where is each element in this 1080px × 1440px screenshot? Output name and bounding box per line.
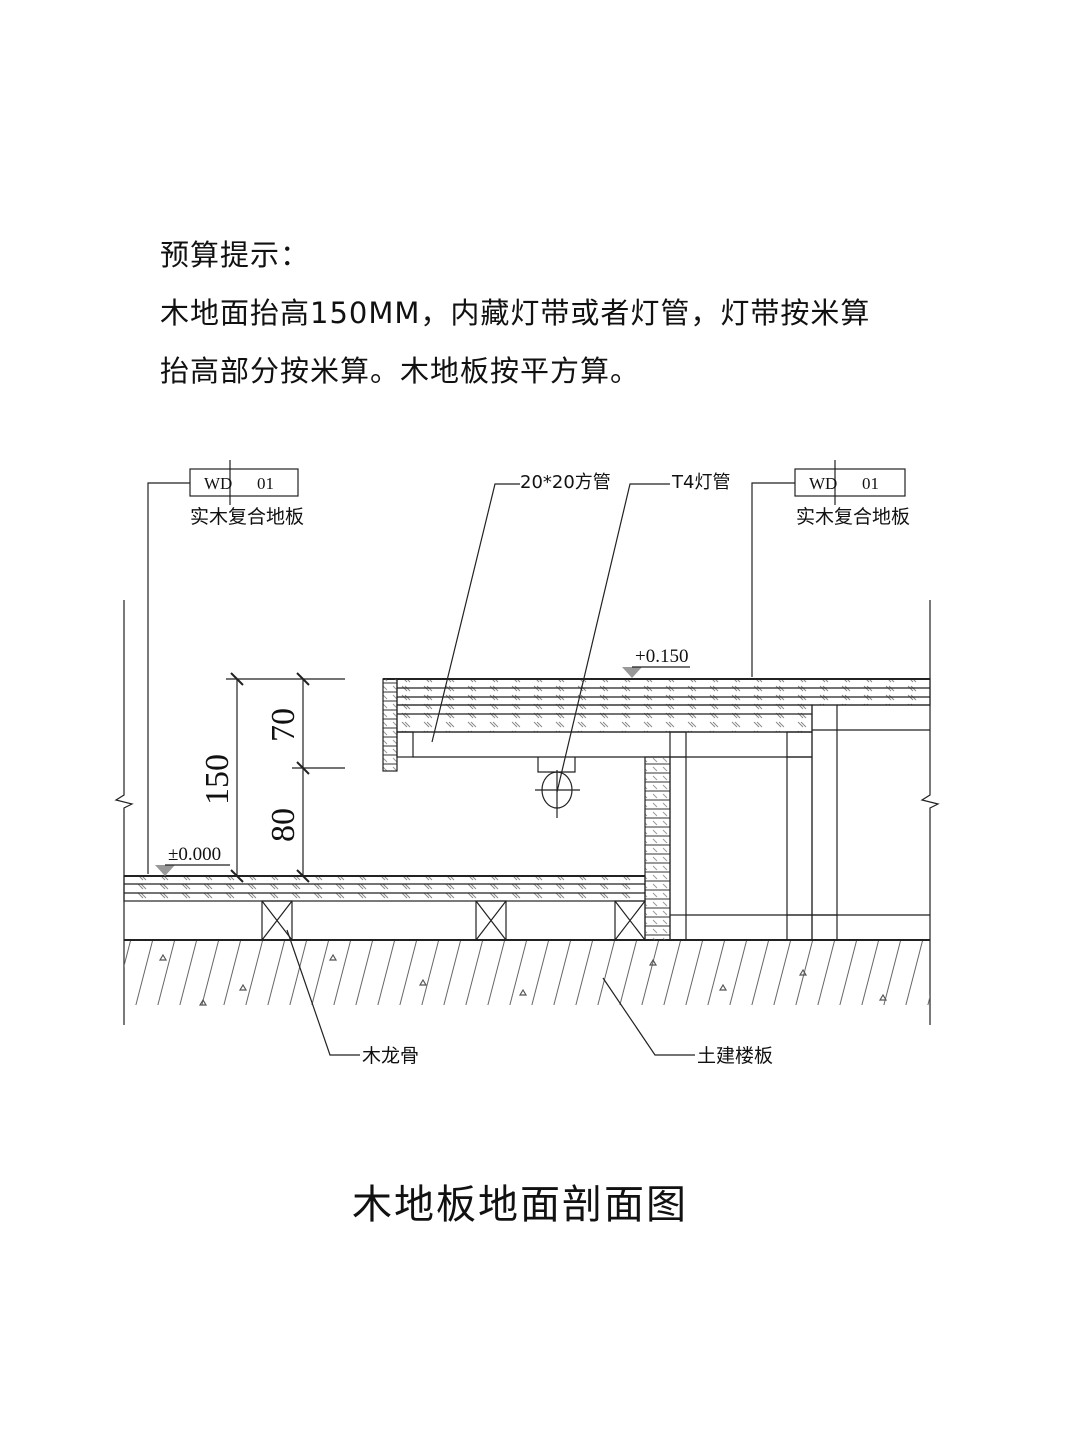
dimension-lines: [226, 672, 345, 883]
leader-joist: [286, 929, 360, 1056]
upper-subfloor: [396, 704, 813, 733]
label-lamp: T4灯管: [671, 472, 730, 493]
elevation-high: +0.150: [635, 646, 688, 667]
lower-floor-boards: [123, 875, 646, 902]
support-posts: [669, 704, 930, 941]
dim-upper: 70: [265, 708, 302, 742]
right-break-line: [920, 600, 940, 1025]
platform-edge: [382, 678, 398, 772]
drawing-title: 木地板地面剖面图: [352, 1182, 688, 1228]
tag-right-number: 01: [862, 474, 879, 493]
leader-lamp: [556, 483, 670, 793]
leader-square-tube: [431, 483, 520, 743]
tag-right-code: WD: [809, 474, 837, 493]
wood-joists: [261, 900, 646, 941]
elevation-marker-high: [622, 667, 642, 678]
budget-tip-line-1: 木地面抬高150MM，内藏灯带或者灯管，灯带按米算: [160, 296, 871, 330]
label-joist: 木龙骨: [362, 1045, 419, 1067]
square-tube: [396, 731, 414, 758]
label-square-tube: 20*20方管: [520, 472, 611, 493]
tag-left-material: 实木复合地板: [190, 506, 304, 528]
step-wall: [644, 756, 671, 941]
concrete-slab: [124, 940, 930, 1005]
dim-total: 150: [199, 754, 236, 805]
dim-lower: 80: [265, 808, 302, 842]
elevation-low: ±0.000: [168, 844, 221, 865]
budget-tip-heading: 预算提示：: [160, 238, 311, 272]
tag-left-number: 01: [257, 474, 274, 493]
budget-tip-line-2: 抬高部分按米算。木地板按平方算。: [160, 354, 641, 388]
slab-aggregate: [158, 953, 888, 1006]
label-slab: 土建楼板: [697, 1045, 773, 1067]
leader-slab: [602, 977, 695, 1056]
upper-floor-boards: [396, 678, 931, 706]
tag-right-material: 实木复合地板: [796, 506, 910, 528]
left-break-line: [114, 600, 134, 1025]
elevation-marker-low: [155, 865, 175, 876]
tag-left-code: WD: [204, 474, 232, 493]
